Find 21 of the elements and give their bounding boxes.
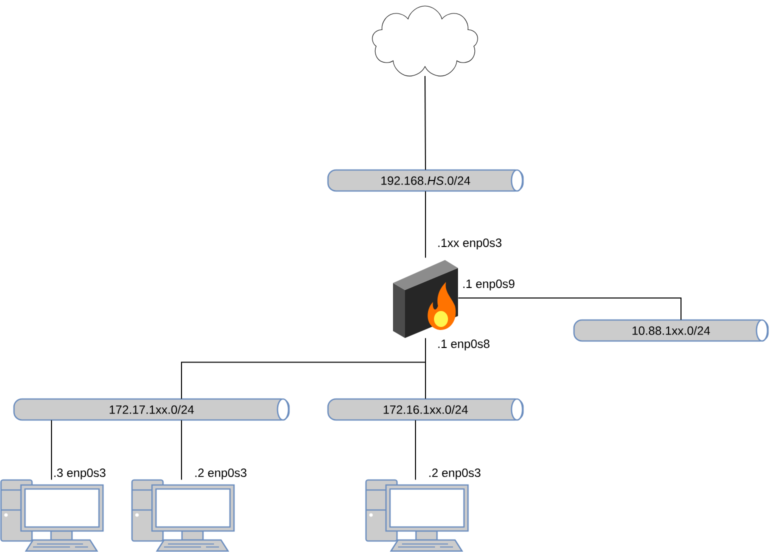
cloud-shape (372, 6, 478, 76)
interface-label: .2 enp0s3 (429, 468, 480, 480)
connector-line (181, 420, 182, 480)
interface-label: .1 enp0s9 (463, 280, 514, 290)
computer-drawing (131, 479, 235, 552)
interface-label: .3 enp0s3 (54, 468, 106, 480)
interface-label: .1 enp0s8 (438, 340, 490, 350)
network-bus: 172.16.1xx.0/24 (327, 398, 524, 421)
network-bus: 172.17.1xx.0/24 (13, 398, 290, 421)
network-bus: 10.88.1xx.0/24 (573, 319, 769, 342)
computer-drawing (365, 479, 469, 552)
computer-drawing (0, 479, 104, 552)
network-bus: 192.168.HS.0/24 (327, 169, 524, 192)
connector-line (415, 420, 416, 480)
connector-line (425, 338, 426, 400)
connector-line (51, 420, 52, 480)
interface-label: .1xx enp0s3 (438, 238, 502, 250)
interface-label: .2 enp0s3 (195, 468, 246, 480)
connector-line (425, 190, 426, 258)
connector-line (458, 298, 682, 320)
firewall-drawing (393, 260, 458, 338)
